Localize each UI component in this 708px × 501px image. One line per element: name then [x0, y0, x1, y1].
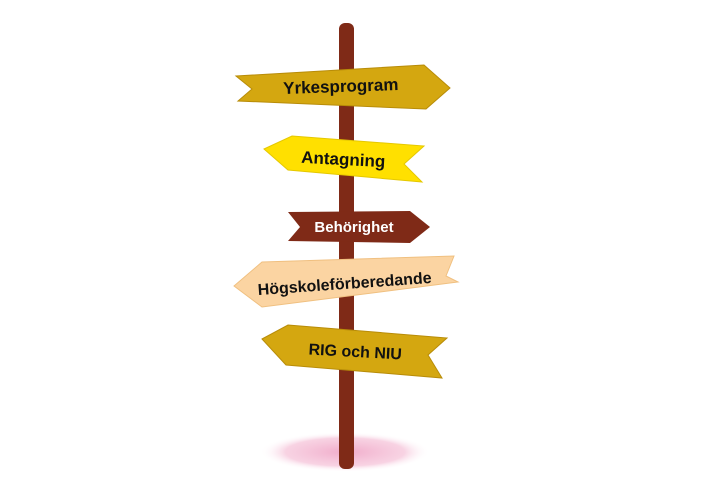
sign-board — [288, 211, 430, 243]
sign-label: Antagning — [301, 148, 386, 171]
sign-behorighet: Behörighet — [288, 211, 430, 243]
sign-label: RIG och NIU — [308, 342, 402, 364]
sign-yrkesprogram: Yrkesprogram — [234, 64, 451, 110]
sign-rig-och-niu: RIG och NIU — [261, 324, 449, 379]
sign-label: Yrkesprogram — [283, 75, 399, 98]
sign-board — [234, 64, 451, 110]
sign-hogskoleforberedande: Högskoleförberedande — [233, 255, 460, 308]
sign-antagning: Antagning — [263, 135, 426, 183]
sign-board — [263, 135, 426, 183]
sign-label: Behörighet — [314, 219, 393, 236]
sign-board — [261, 324, 449, 379]
sign-board — [233, 255, 460, 308]
